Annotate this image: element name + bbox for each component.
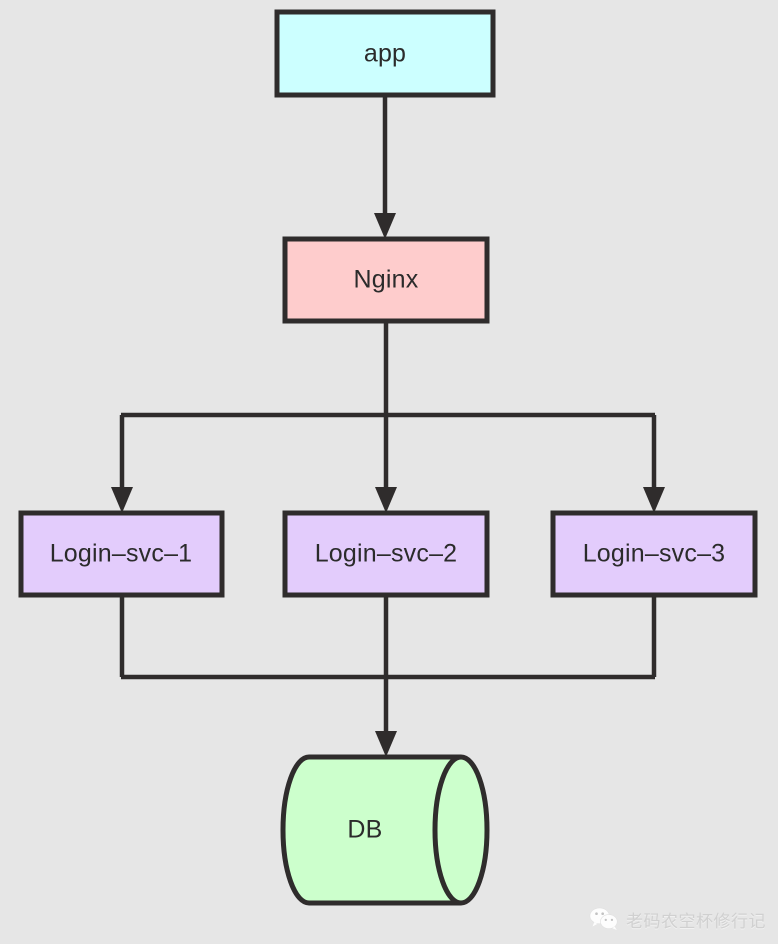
edge-services-to-db (119, 595, 657, 757)
node-nginx[interactable]: Nginx (282, 236, 490, 324)
node-db-label: DB (347, 816, 382, 844)
node-nginx-label: Nginx (354, 266, 419, 294)
edge-nginx-to-bus (121, 321, 655, 418)
edge-app-to-nginx (374, 95, 396, 239)
edge-bus-to-login-svc-1 (111, 415, 133, 513)
node-app-label: app (364, 40, 406, 68)
node-login-svc-3-label: Login–svc–3 (583, 540, 726, 568)
node-db[interactable]: DB (280, 754, 490, 906)
node-login-svc-2-label: Login–svc–2 (315, 540, 458, 568)
edge-bus-to-login-svc-3 (643, 415, 665, 513)
node-login-svc-1[interactable]: Login–svc–1 (18, 510, 225, 598)
edge-bus-to-login-svc-2 (375, 415, 397, 513)
node-login-svc-2[interactable]: Login–svc–2 (282, 510, 490, 598)
node-login-svc-1-label: Login–svc–1 (50, 540, 193, 568)
node-login-svc-3[interactable]: Login–svc–3 (550, 510, 758, 598)
node-app[interactable]: app (274, 9, 496, 98)
